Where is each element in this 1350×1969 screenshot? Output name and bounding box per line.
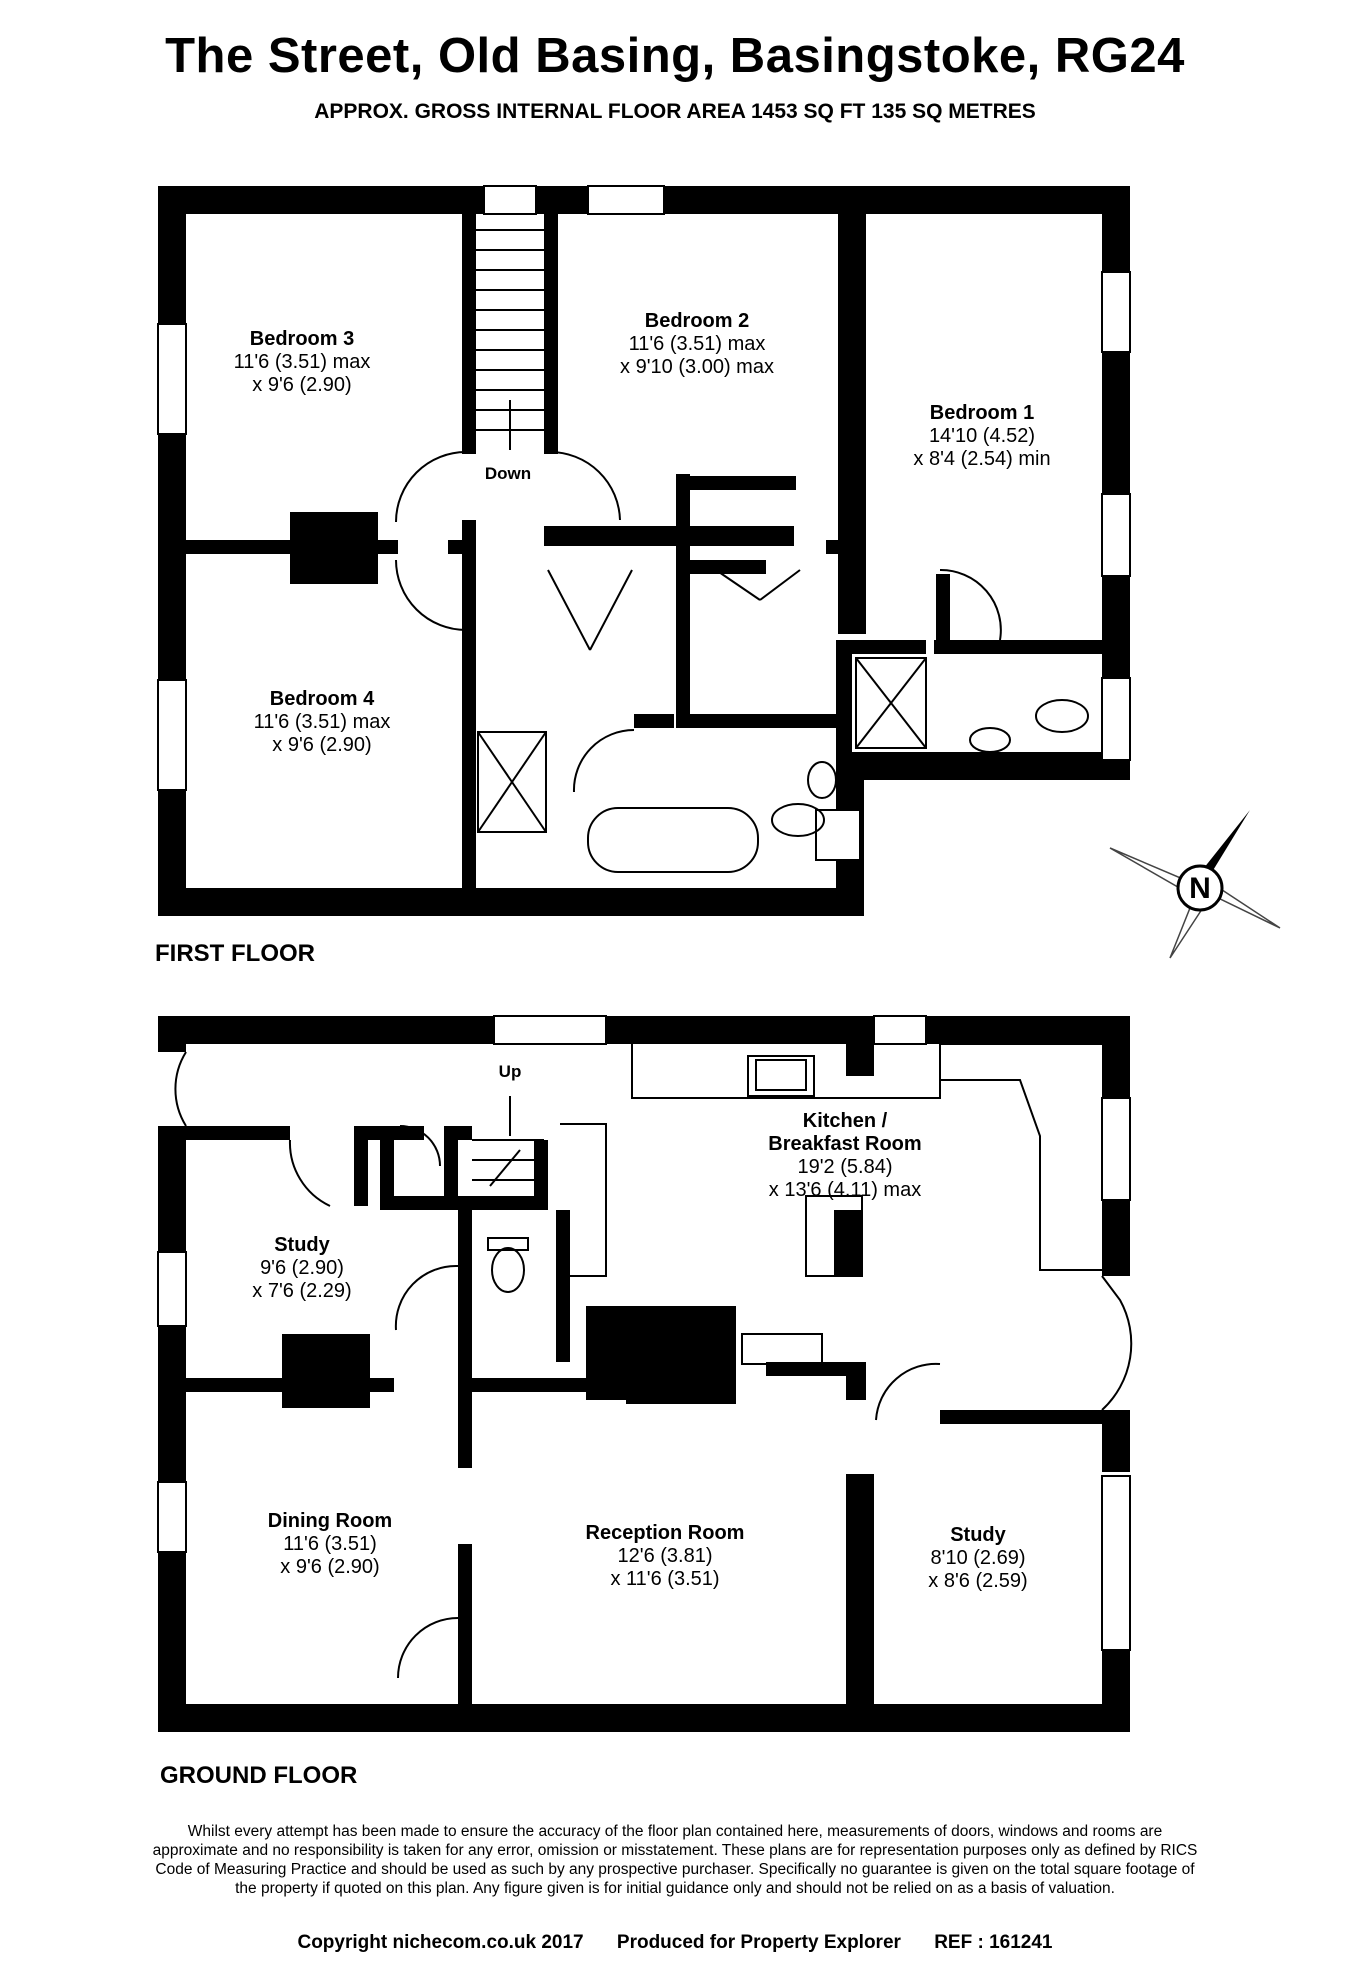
compass-n-label: N — [1189, 872, 1211, 905]
room-dimension: x 8'4 (2.54) min — [913, 448, 1051, 470]
footer-ref: REF : 161241 — [934, 1932, 1053, 1953]
room-dimension: 11'6 (3.51) — [283, 1533, 377, 1555]
room-bedroom-3: Bedroom 3 11'6 (3.51) max x 9'6 (2.90) — [234, 328, 371, 397]
first-floor-windows — [157, 185, 1131, 861]
room-name: Bedroom 3 — [249, 328, 355, 350]
room-bedroom-1: Bedroom 1 14'10 (4.52) x 8'4 (2.54) min — [913, 402, 1050, 471]
room-study-2: Study 8'10 (2.69) x 8'6 (2.59) — [928, 1524, 1027, 1593]
room-dimension: 11'6 (3.51) max — [628, 333, 766, 355]
first-floor-walls — [158, 186, 1130, 916]
room-dimension: x 11'6 (3.51) — [610, 1568, 720, 1590]
floor-area-subtitle: APPROX. GROSS INTERNAL FLOOR AREA 1453 S… — [314, 100, 1036, 123]
ground-floor-walls — [158, 1016, 1130, 1732]
room-dimension: x 13'6 (4.11) max — [768, 1179, 922, 1201]
room-name: Study — [950, 1524, 1006, 1546]
room-dimension: 14'10 (4.52) — [928, 425, 1036, 447]
footer: Copyright nichecom.co.uk 2017 Produced f… — [0, 1932, 1350, 1954]
ground-floor-label: GROUND FLOOR — [160, 1762, 358, 1789]
room-kitchen-breakfast: Kitchen / Breakfast Room 19'2 (5.84) x 1… — [768, 1110, 921, 1202]
ground-floor-fixtures — [174, 1043, 1133, 1679]
room-dimension: 12'6 (3.81) — [617, 1545, 713, 1567]
room-dimension: x 8'6 (2.59) — [928, 1570, 1028, 1592]
stairs-up-label: Up — [498, 1062, 522, 1081]
first-floor-label: FIRST FLOOR — [155, 940, 315, 967]
room-dimension: x 9'6 (2.90) — [280, 1556, 380, 1578]
stairs-down-label: Down — [484, 464, 532, 483]
room-dimension: 8'10 (2.69) — [930, 1547, 1026, 1569]
room-dimension: 11'6 (3.51) max — [233, 351, 371, 373]
room-dimension: x 9'6 (2.90) — [272, 734, 372, 756]
room-name: Bedroom 4 — [269, 688, 375, 710]
footer-produced: Produced for Property Explorer — [616, 1932, 901, 1953]
room-name: Dining Room — [267, 1510, 393, 1532]
room-study-1: Study 9'6 (2.90) x 7'6 (2.29) — [252, 1234, 351, 1303]
compass-rose — [1109, 810, 1281, 959]
room-dimension: x 9'6 (2.90) — [252, 374, 352, 396]
plan-title: The Street, Old Basing, Basingstoke, RG2… — [165, 29, 1185, 83]
room-dimension: 11'6 (3.51) max — [253, 711, 391, 733]
room-bedroom-4: Bedroom 4 11'6 (3.51) max x 9'6 (2.90) — [254, 688, 391, 757]
room-name: Bedroom 1 — [929, 402, 1035, 424]
room-name: Reception Room — [585, 1522, 745, 1544]
room-name: Study — [274, 1234, 330, 1256]
footer-copyright: Copyright nichecom.co.uk 2017 — [297, 1932, 584, 1953]
room-name: Kitchen / — [802, 1110, 888, 1132]
room-reception-room: Reception Room 12'6 (3.81) x 11'6 (3.51) — [586, 1522, 745, 1591]
room-dimension: x 7'6 (2.29) — [252, 1280, 352, 1302]
ground-floor-windows — [157, 1015, 1131, 1651]
room-dimension: x 9'10 (3.00) max — [620, 356, 774, 378]
room-dimension: 19'2 (5.84) — [797, 1156, 893, 1178]
room-dining-room: Dining Room 11'6 (3.51) x 9'6 (2.90) — [268, 1510, 392, 1579]
room-name-line-2: Breakfast Room — [768, 1133, 922, 1155]
room-name: Bedroom 2 — [644, 310, 750, 332]
room-dimension: 9'6 (2.90) — [260, 1257, 344, 1279]
room-bedroom-2: Bedroom 2 11'6 (3.51) max x 9'10 (3.00) … — [620, 310, 774, 379]
first-floor-fixtures — [395, 229, 1089, 873]
disclaimer-text: Whilst every attempt has been made to en… — [152, 1823, 1198, 1897]
